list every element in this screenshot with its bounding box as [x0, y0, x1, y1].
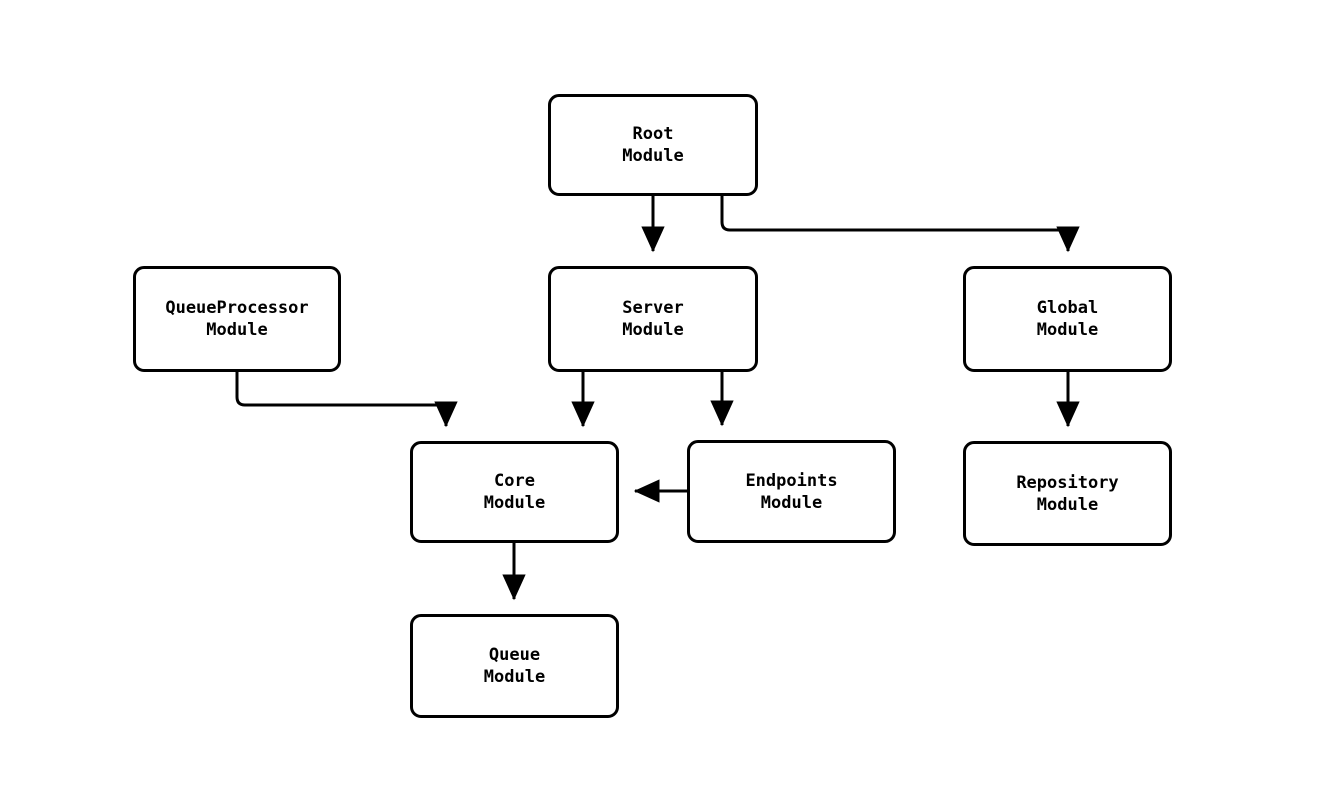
- node-queue-module-label: Queue Module: [483, 645, 546, 687]
- node-server-module-label: Server Module: [622, 298, 684, 340]
- node-repository-module-label: Repository Module: [1016, 472, 1119, 515]
- node-root-module-label: Root Module: [622, 124, 684, 166]
- node-repository-module[interactable]: Repository Module: [963, 441, 1172, 546]
- node-queue-module[interactable]: Queue Module: [410, 614, 619, 718]
- edge-queueprocessor-to-core: [235, 372, 458, 428]
- node-endpoints-module-label: Endpoints Module: [745, 470, 838, 513]
- edge-root-to-global: [720, 196, 1080, 253]
- node-global-module[interactable]: Global Module: [963, 266, 1172, 372]
- node-queueprocessor-module-label: QueueProcessor Module: [165, 298, 309, 340]
- node-root-module[interactable]: Root Module: [548, 94, 758, 196]
- node-core-module-label: Core Module: [483, 471, 546, 513]
- node-endpoints-module[interactable]: Endpoints Module: [687, 440, 896, 543]
- node-queueprocessor-module[interactable]: QueueProcessor Module: [133, 266, 341, 372]
- node-global-module-label: Global Module: [1036, 298, 1099, 340]
- node-server-module[interactable]: Server Module: [548, 266, 758, 372]
- node-core-module[interactable]: Core Module: [410, 441, 619, 543]
